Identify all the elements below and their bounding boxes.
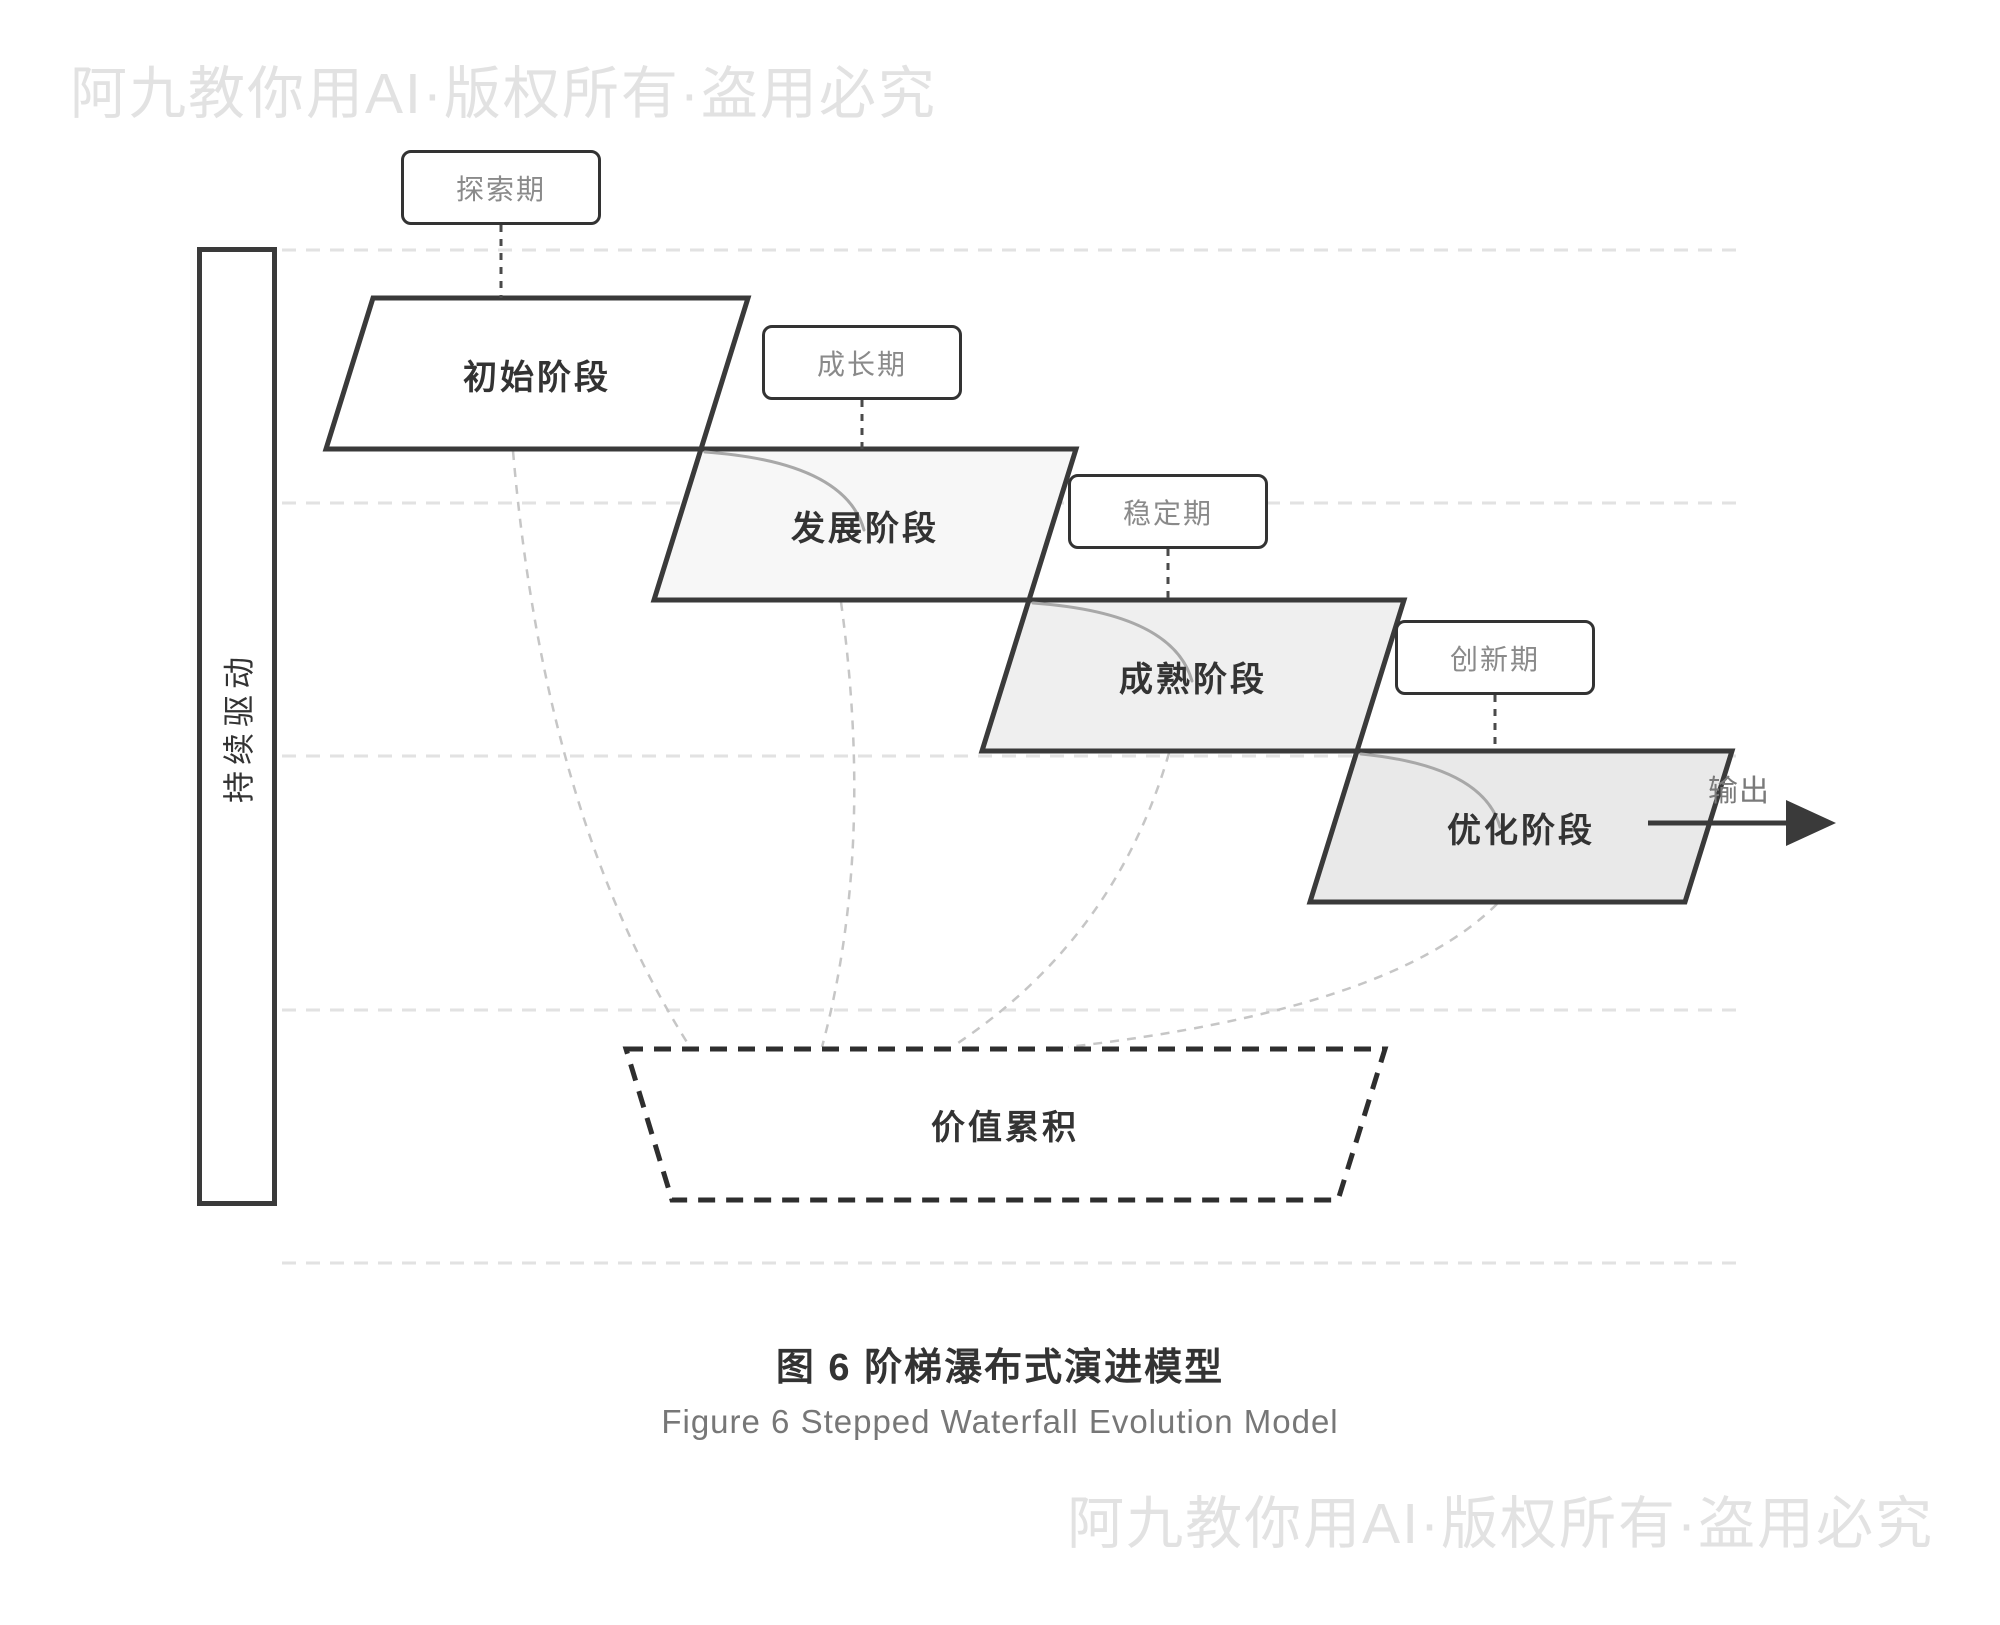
value-flow-connector-3: [951, 752, 1171, 1049]
figure-caption: 图 6 阶梯瀑布式演进模型 Figure 6 Stepped Waterfall…: [0, 1336, 2000, 1441]
phase-box-label: 创新期: [1449, 643, 1540, 675]
continuous-drive-label: 持续驱动: [221, 650, 258, 803]
junction-swoosh-3: [1359, 752, 1502, 829]
phase-box-growth: 成长期: [762, 325, 962, 400]
value-flow-connectors: [511, 450, 1498, 1049]
value-flow-connector-4: [1067, 903, 1498, 1049]
value-flow-connector-1: [511, 450, 692, 1048]
stage-label-maturity: 成熟阶段: [1119, 660, 1267, 699]
phase-box-stability: 稳定期: [1068, 474, 1268, 549]
stage-label-development: 发展阶段: [791, 509, 939, 548]
value-flow-connector-2: [820, 601, 856, 1048]
output-label: 输出: [1708, 775, 1770, 808]
value-accumulator-shape: [622, 1046, 1389, 1203]
phase-connectors: [499, 225, 1497, 751]
watermark-bottom: 阿九教你用AI·版权所有·盗用必究: [1067, 1492, 1934, 1556]
watermark-top: 阿九教你用AI·版权所有·盗用必究: [70, 62, 937, 126]
phase-box-label: 成长期: [816, 348, 907, 380]
figure-caption-en: Figure 6 Stepped Waterfall Evolution Mod…: [661, 1403, 1339, 1440]
phase-box-label: 探索期: [455, 173, 546, 205]
junction-swoosh-2: [1031, 601, 1194, 683]
junction-swoosh-1: [703, 450, 866, 532]
phase-box-exploration: 探索期: [401, 150, 601, 225]
phase-box-innovation: 创新期: [1395, 620, 1595, 695]
figure-caption-zh: 图 6 阶梯瀑布式演进模型: [775, 1347, 1225, 1389]
stage-label-optimization: 优化阶段: [1447, 811, 1595, 850]
stage-shape-optimization: [1306, 748, 1736, 905]
phase-box-label: 稳定期: [1122, 497, 1213, 529]
junction-swooshes: [703, 450, 1502, 829]
output-arrow-head: [1786, 800, 1836, 846]
output-arrow: [1648, 800, 1836, 846]
stage-shapes: [322, 295, 1736, 905]
stage-label-initial: 初始阶段: [463, 358, 611, 397]
value-accumulator-label: 价值累积: [931, 1108, 1079, 1147]
continuous-drive-bar: 持续驱动: [197, 247, 277, 1206]
